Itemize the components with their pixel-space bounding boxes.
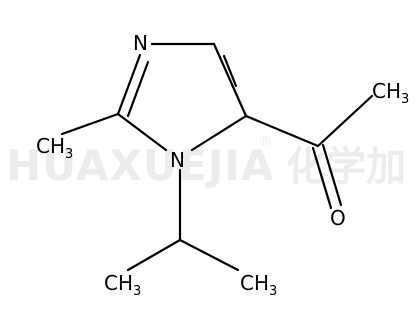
- watermark-cjk: 化学加: [286, 144, 406, 190]
- bond-c4-c5-a: [212, 42, 248, 118]
- atom-ch3-acetyl-main: CH: [372, 79, 401, 103]
- bond-carbonyl-o-a: [311, 146, 333, 210]
- atom-labels: N N O CH3 CH3 CH3 CH3: [36, 31, 409, 299]
- atom-ch3-acetyl-sub: 3: [401, 92, 409, 107]
- atom-ch3-left: CH3: [36, 134, 73, 162]
- bond-n3-c2-b: [126, 60, 150, 118]
- atom-ch3-isopropyl-right: CH3: [240, 271, 277, 299]
- watermark: HUAXUEJIA ® 化学加: [6, 134, 406, 190]
- atom-ch3-isopropyl-right-sub: 3: [269, 284, 277, 299]
- atom-ch3-isopropyl-left-main: CH: [104, 271, 133, 295]
- bonds: [60, 42, 374, 272]
- bond-c2-n1: [116, 112, 168, 152]
- atom-ch3-isopropyl-left-sub: 3: [133, 284, 141, 299]
- watermark-registered-mark: ®: [258, 134, 272, 150]
- atom-ch3-left-sub: 3: [65, 147, 73, 162]
- atom-n-bottom: N: [170, 148, 185, 172]
- atom-ch3-left-main: CH: [36, 134, 65, 158]
- atom-ch3-isopropyl-left: CH3: [104, 271, 141, 299]
- atom-ch3-acetyl: CH3: [372, 79, 409, 107]
- watermark-latin: HUAXUEJIA: [6, 141, 274, 190]
- atom-o-carbonyl: O: [330, 206, 346, 230]
- atom-n-top: N: [133, 31, 148, 55]
- bond-carbonyl-o-b: [321, 143, 343, 207]
- bond-n3-c2-a: [116, 53, 142, 116]
- atom-ch3-isopropyl-right-main: CH: [240, 271, 269, 295]
- bond-c5-carbonyl: [244, 114, 320, 148]
- bond-c2-methyl: [60, 112, 120, 136]
- bond-c4-c5-b: [222, 54, 238, 88]
- bond-isopropyl-left: [126, 238, 182, 272]
- bond-carbonyl-methyl: [316, 94, 374, 148]
- bond-isopropyl-right: [178, 238, 240, 272]
- bond-c5-n1: [190, 114, 248, 152]
